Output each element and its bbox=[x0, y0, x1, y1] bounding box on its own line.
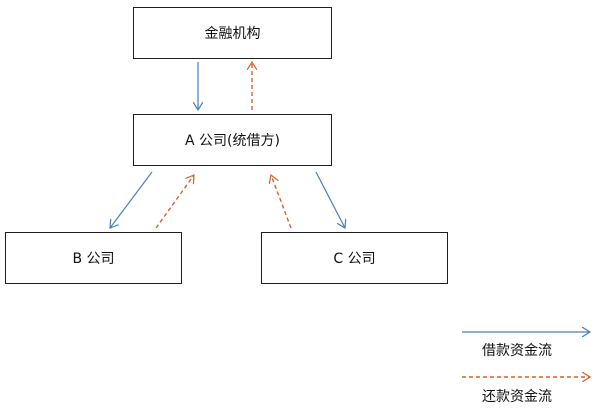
node-company-a-label: A 公司(统借方) bbox=[185, 133, 280, 149]
legend-borrow-label: 借款资金流 bbox=[482, 343, 552, 359]
node-financial-institution-label: 金融机构 bbox=[204, 26, 261, 42]
node-financial-institution: 金融机构 bbox=[133, 7, 332, 59]
node-company-b-label: B 公司 bbox=[72, 251, 115, 267]
node-company-c: C 公司 bbox=[261, 232, 448, 284]
legend-repay-label: 还款资金流 bbox=[482, 389, 552, 405]
arrow-a-to-c-borrow bbox=[315, 171, 345, 228]
node-company-b: B 公司 bbox=[5, 232, 182, 284]
arrow-b-to-a-repay bbox=[155, 175, 194, 229]
node-company-a: A 公司(统借方) bbox=[133, 114, 332, 166]
arrow-c-to-a-repay bbox=[271, 175, 292, 229]
arrow-a-to-b-borrow bbox=[110, 171, 153, 228]
node-company-c-label: C 公司 bbox=[333, 251, 376, 267]
